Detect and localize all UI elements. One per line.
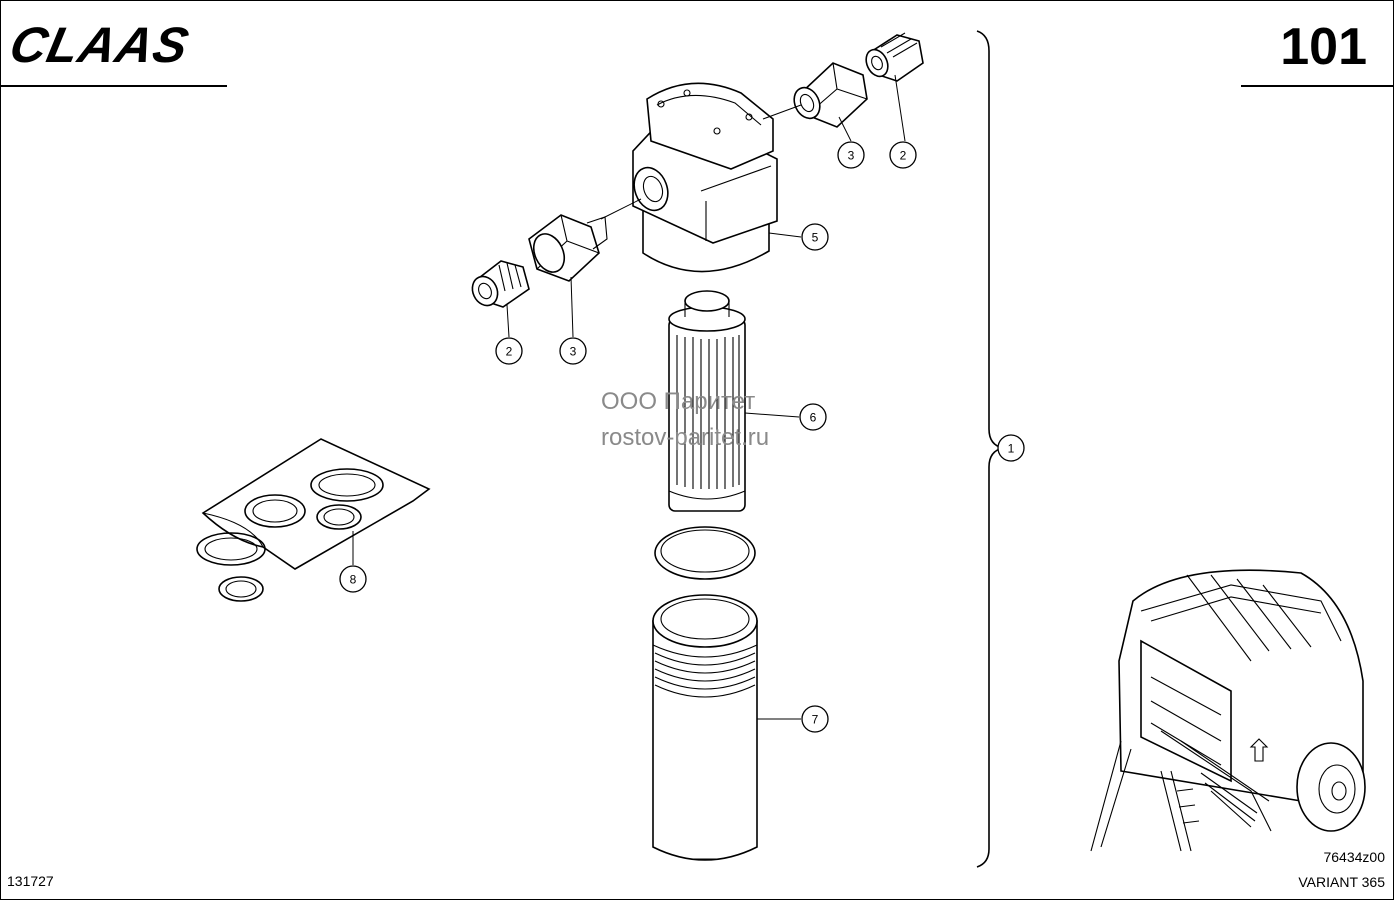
fitting-upper-3 <box>793 62 868 128</box>
callout-7: 7 <box>801 705 829 733</box>
svg-text:5: 5 <box>812 231 819 245</box>
fitting-lower-3 <box>528 214 608 282</box>
callout-1: 1 <box>997 434 1025 462</box>
watermark-company: ООО Паритет <box>601 388 756 415</box>
svg-text:2: 2 <box>506 345 513 359</box>
callout-5: 5 <box>801 223 829 251</box>
svg-text:6: 6 <box>810 411 817 425</box>
header-rule-left <box>1 85 227 87</box>
header-rule-right <box>1241 85 1393 87</box>
svg-text:3: 3 <box>848 149 855 163</box>
callout-8: 8 <box>339 565 367 593</box>
svg-text:8: 8 <box>350 573 357 587</box>
baler-overview-illustration <box>1090 569 1366 852</box>
bowl-seal-ring <box>654 526 756 580</box>
svg-text:3: 3 <box>570 345 577 359</box>
filter-element <box>668 290 746 512</box>
fitting-lower-2 <box>471 260 530 308</box>
image-code: 76434z00 <box>1323 849 1385 865</box>
svg-text:2: 2 <box>900 149 907 163</box>
watermark: ООО Паритет rostov-paritet.ru <box>601 384 769 456</box>
svg-text:7: 7 <box>812 713 819 727</box>
model-name: VARIANT 365 <box>1298 874 1385 890</box>
fitting-upper-2 <box>865 32 924 82</box>
callout-6: 6 <box>799 403 827 431</box>
seal-kit-bag <box>196 438 431 602</box>
callout-3-upper: 3 <box>837 141 865 169</box>
watermark-site: rostov-paritet.ru <box>601 424 770 451</box>
drawing-number: 131727 <box>7 873 54 889</box>
leader-lines <box>352 74 906 720</box>
svg-text:1: 1 <box>1008 442 1015 456</box>
callout-2-upper: 2 <box>889 141 917 169</box>
filter-head <box>632 82 778 273</box>
page-number: 101 <box>1280 18 1367 76</box>
callout-3-lower: 3 <box>559 337 587 365</box>
filter-bowl <box>652 594 758 861</box>
callout-2-lower: 2 <box>495 337 523 365</box>
